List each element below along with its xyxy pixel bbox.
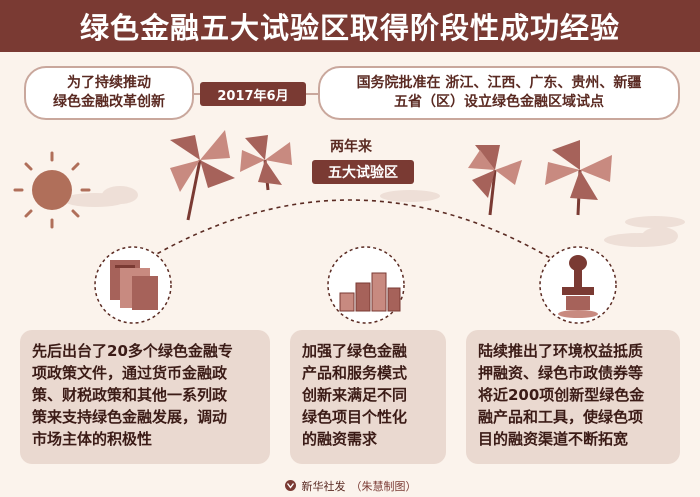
product-card: 加强了绿色金融 产品和服务模式 创新来满足不同 绿色项目个性化 的融资需求 <box>290 330 446 464</box>
page-title: 绿色金融五大试验区取得阶段性成功经验 <box>79 11 620 45</box>
financing-card: 陆续推出了环境权益抵质 押融资、绿色市政债券等 将近200项创新型绿色金 融产品… <box>466 330 680 464</box>
cloud-icon <box>63 186 685 247</box>
pinwheel-icon <box>170 130 235 221</box>
pinwheel-icon <box>545 140 612 216</box>
pinwheel-icon <box>240 135 292 191</box>
coins-icon <box>339 272 401 312</box>
purpose-pill: 为了持续推动 绿色金融改革创新 <box>24 66 194 120</box>
purpose-line-1: 为了持续推动 <box>67 75 151 91</box>
two-years-label: 两年来 <box>330 139 372 155</box>
five-zones-tag: 五大试验区 <box>312 160 414 184</box>
date-label: 2017年6月 <box>217 88 289 104</box>
policy-card: 先后出台了20多个绿色金融专 项政策文件，通过货币金融政 策、财税政策和其他一系… <box>20 330 270 464</box>
connector-line-left <box>194 93 202 95</box>
approval-line-2: 五省（区）设立绿色金融区域试点 <box>394 94 604 110</box>
dotted-arc <box>129 199 571 271</box>
five-zones-label: 五大试验区 <box>328 165 398 181</box>
footer-agency: 新华社发 <box>301 479 346 493</box>
product-card-text: 加强了绿色金融 产品和服务模式 创新来满足不同 绿色项目个性化 的融资需求 <box>302 342 408 448</box>
documents-icon <box>110 260 158 310</box>
xinhua-logo-icon <box>284 480 296 491</box>
sun-icon <box>13 151 91 229</box>
date-tag: 2017年6月 <box>200 82 306 106</box>
policy-card-text: 先后出台了20多个绿色金融专 项政策文件，通过货币金融政 策、财税政策和其他一系… <box>32 342 233 448</box>
financing-card-text: 陆续推出了环境权益抵质 押融资、绿色市政债券等 将近200项创新型绿色金 融产品… <box>478 342 645 448</box>
pinwheel-icon <box>468 145 522 216</box>
purpose-line-2: 绿色金融改革创新 <box>53 94 165 110</box>
footer-credit: （朱慧制图） <box>350 479 417 493</box>
title-banner: 绿色金融五大试验区取得阶段性成功经验 <box>0 0 700 52</box>
approval-line-1: 国务院批准在 浙江、江西、广东、贵州、新疆 <box>356 75 642 91</box>
approval-pill: 国务院批准在 浙江、江西、广东、贵州、新疆 五省（区）设立绿色金融区域试点 <box>318 66 680 120</box>
connector-line-right <box>306 93 318 95</box>
footer: 新华社发 （朱慧制图） <box>0 474 700 497</box>
stamp-icon <box>558 255 598 318</box>
